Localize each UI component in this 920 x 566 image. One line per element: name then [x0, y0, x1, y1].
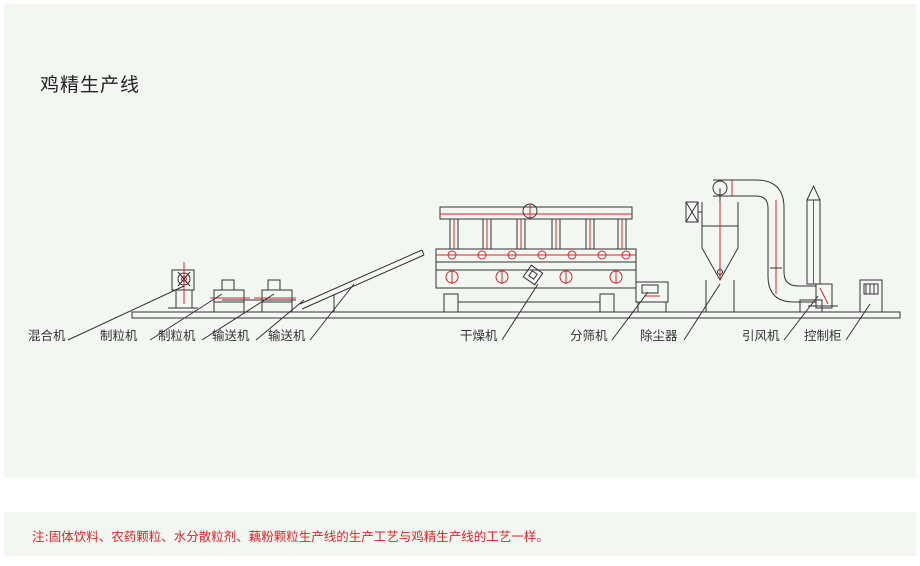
label-control-cabinet: 控制柜 — [804, 328, 842, 343]
base-platform — [131, 311, 901, 319]
label-granulator-2: 制粒机 — [158, 328, 196, 343]
label-induced-fan: 引风机 — [742, 328, 780, 343]
footnote: 注:固体饮料、农药颗粒、水分散粒剂、藕粉颗粒生产线的生产工艺与鸡精生产线的工艺一… — [32, 529, 549, 544]
production-line-diagram: 混合机 制粒机 制粒机 输送机 输送机 干燥机 分筛机 除尘器 引风机 控制柜 — [28, 179, 901, 343]
diagram-panel: 鸡精生产线 — [4, 4, 916, 478]
label-granulator-1: 制粒机 — [100, 328, 138, 343]
label-mixer: 混合机 — [28, 328, 66, 343]
fluid-bed-dryer — [435, 203, 637, 313]
induced-fan — [799, 184, 838, 313]
component-labels: 混合机 制粒机 制粒机 输送机 输送机 干燥机 分筛机 除尘器 引风机 控制柜 — [28, 328, 842, 343]
footnote-panel: 注:固体饮料、农药颗粒、水分散粒剂、藕粉颗粒生产线的生产工艺与鸡精生产线的工艺一… — [4, 512, 916, 556]
air-duct — [755, 179, 816, 303]
granulator-2 — [254, 279, 296, 312]
label-conveyor-1: 输送机 — [212, 328, 250, 343]
dust-collector — [685, 179, 756, 312]
control-cabinet — [859, 279, 883, 313]
screener — [635, 281, 669, 312]
label-screener: 分筛机 — [570, 328, 608, 343]
label-dust-collector: 除尘器 — [640, 328, 678, 343]
leader-lines — [67, 283, 871, 341]
conveyor-2 — [299, 249, 425, 312]
mixer — [168, 262, 198, 309]
page-title: 鸡精生产线 — [40, 74, 141, 96]
granulator-1 — [210, 279, 250, 312]
label-conveyor-2: 输送机 — [268, 328, 306, 343]
label-dryer: 干燥机 — [460, 328, 498, 343]
